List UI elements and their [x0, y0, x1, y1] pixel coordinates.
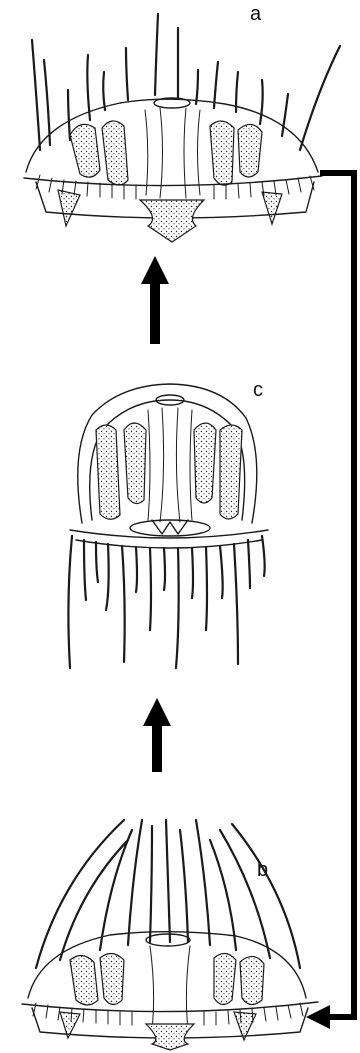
medusa-c-tentacles	[68, 536, 264, 668]
stage-label-b: b	[257, 860, 268, 880]
arrow-c-to-a	[141, 256, 169, 344]
connector-a-to-b	[306, 170, 357, 1029]
medusa-c-drawing	[68, 384, 268, 668]
medusa-a-drawing	[24, 14, 340, 242]
stage-label-c: c	[253, 380, 263, 400]
stage-label-a: a	[250, 4, 261, 24]
arrow-b-to-c	[143, 698, 171, 772]
medusa-b-drawing	[22, 820, 318, 1050]
